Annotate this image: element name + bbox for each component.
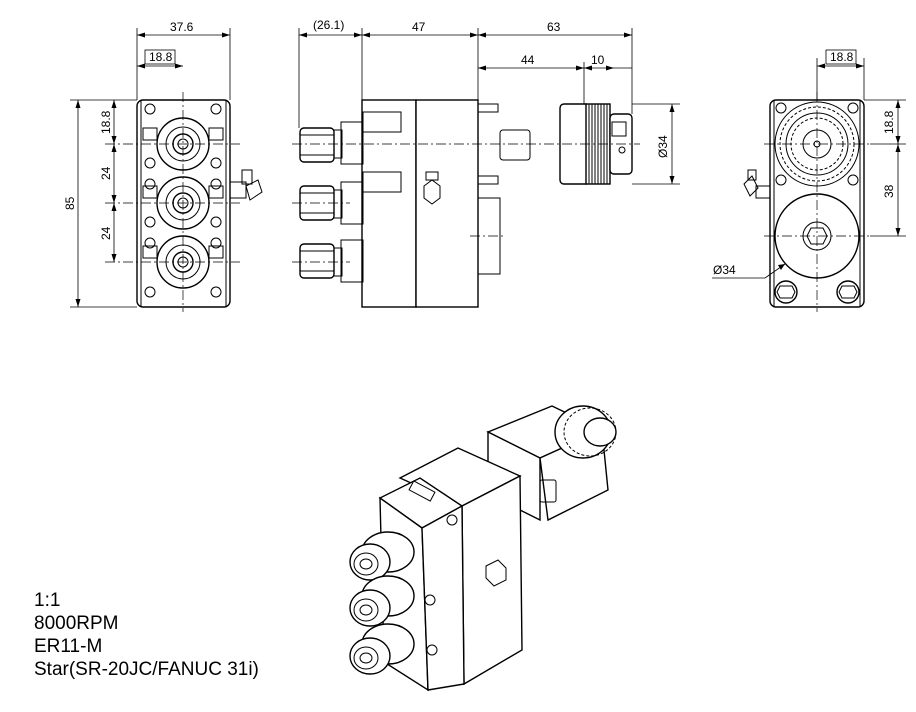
front-height-dim: 85 [63,196,77,210]
side-motor-total-dim: 63 [547,20,561,34]
side-gear-dia-dim: Ø34 [656,135,670,158]
iso-collet-3 [349,623,415,675]
side-body-dim: 47 [412,20,426,34]
side-gear-len-dim: 10 [591,53,605,67]
front-pitch-1-dim: 24 [99,166,113,180]
back-bore-dia-dim: Ø34 [713,263,736,277]
side-view: (26.1) 47 63 44 10 Ø34 [292,18,680,308]
back-top-offset-dim: 18.8 [882,110,896,134]
back-grease-nipple [743,169,771,199]
side-grease-nipple [423,171,441,205]
side-overhang-dim: (26.1) [313,18,344,32]
front-grease-nipple [229,169,263,201]
front-top-offset-dim: 18.8 [99,110,113,134]
iso-collet-2 [349,575,415,627]
front-width-dim: 37.6 [170,20,194,34]
back-center-dist-dim: 38 [882,184,896,198]
collet-note: ER11-M [34,636,103,657]
scale-note: 1:1 [34,590,61,611]
speed-note: 8000RPM [34,613,119,634]
front-view: 37.6 18.8 85 18.8 24 24 [63,20,263,312]
side-collet-3 [299,239,364,283]
front-half-width-dim: 18.8 [149,50,173,64]
spec-notes: 1:1 8000RPM ER11-M Star(SR-20JC/FANUC 31… [34,589,259,681]
isometric-view [349,405,617,692]
back-half-width-dim: 18.8 [830,50,854,64]
back-view: 18.8 18.8 38 Ø34 [712,49,906,312]
side-collet-1 [299,111,402,165]
iso-collet-1 [349,531,415,581]
machine-note: Star(SR-20JC/FANUC 31i) [34,659,259,680]
side-motor-len-dim: 44 [521,53,535,67]
front-pitch-2-dim: 24 [99,226,113,240]
